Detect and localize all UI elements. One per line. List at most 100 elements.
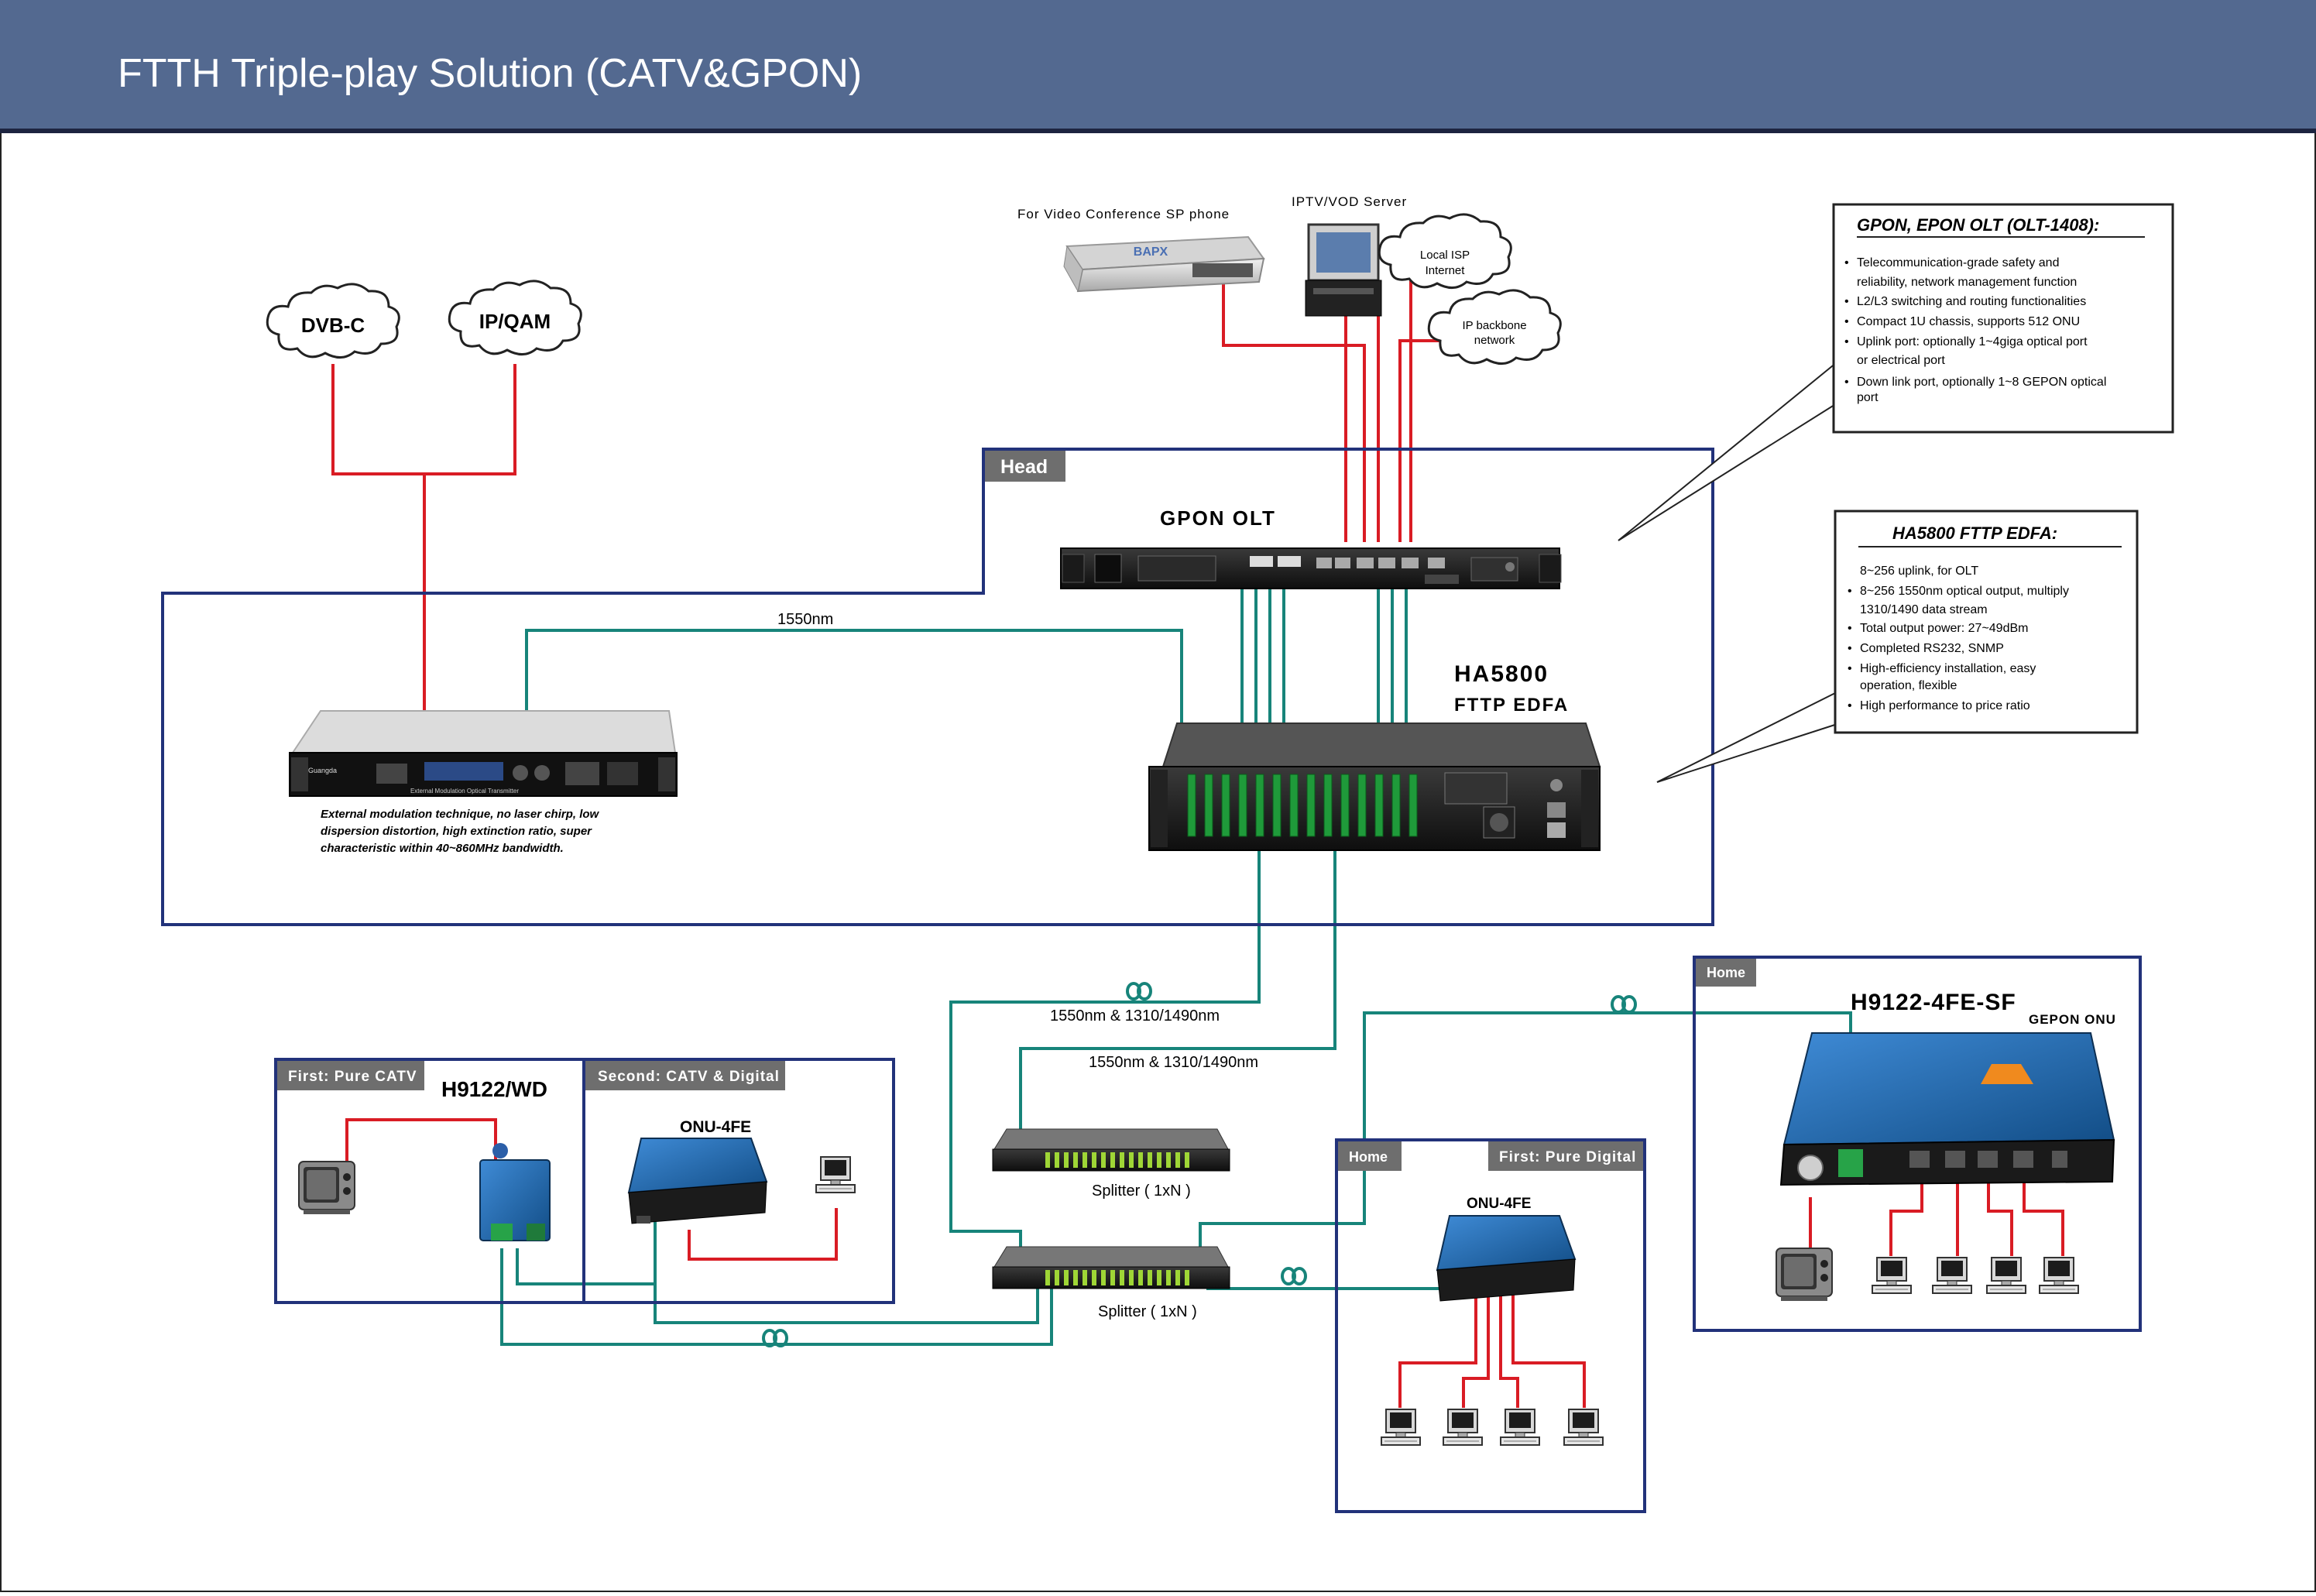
edfa-bullet-dot: •	[1848, 622, 1852, 635]
fiber-label-upper: 1550nm & 1310/1490nm	[1050, 1007, 1220, 1025]
gpon-home-tab-label: Home	[1707, 965, 1745, 980]
olt-bullet-1b: reliability, network management function	[1857, 276, 2077, 289]
dvbc-label: DVB-C	[301, 314, 365, 337]
video-conference-label: For Video Conference SP phone	[1017, 207, 1230, 221]
h9122wd-device	[479, 1143, 551, 1241]
transmitter-desc-line3: characteristic within 40~860MHz bandwidt…	[321, 842, 564, 855]
splitter-upper-device	[992, 1128, 1230, 1172]
pc-icon	[1443, 1409, 1483, 1446]
pc-icon	[1381, 1409, 1421, 1446]
h9122wd-label: H9122/WD	[441, 1077, 547, 1101]
optical-transmitter-device: Guangda External Modulation Optical Tran…	[289, 710, 678, 797]
pure-digital-tab	[1488, 1141, 1643, 1171]
onu4fe-second-device	[627, 1138, 768, 1224]
transmitter-description: External modulation technique, no laser …	[321, 808, 600, 855]
ip-backbone-line1: IP backbone	[1462, 319, 1526, 332]
splitter-upper-label: Splitter ( 1xN )	[1092, 1182, 1191, 1200]
gpon-olt-device	[1060, 547, 1562, 589]
transmitter-desc-line1: External modulation technique, no laser …	[321, 808, 600, 821]
transmitter-brand: Guangda	[308, 767, 337, 774]
edfa-info-bullets: 8~256 uplink, for OLT • 8~256 1550nm opt…	[1848, 565, 2069, 712]
splitter-lower-label: Splitter ( 1xN )	[1098, 1303, 1197, 1320]
edfa-bullet-1a: 8~256 1550nm optical output, multiply	[1860, 585, 2069, 598]
tv-icon	[298, 1161, 355, 1215]
gepon-onu-label: GEPON ONU	[2029, 1012, 2116, 1027]
edfa-bullet-4b: operation, flexible	[1860, 679, 1957, 692]
edfa-info-box	[1834, 510, 2139, 734]
home-gpon-onu-frame	[1693, 956, 2142, 1332]
local-isp-line2: Internet	[1426, 264, 1466, 277]
head-tab-label: Head	[1000, 456, 1048, 478]
onu4fe-digital-label: ONU-4FE	[1467, 1196, 1531, 1212]
h9122-4fe-sf-device	[1779, 1032, 2115, 1186]
olt-bullet-3: Compact 1U chassis, supports 512 ONU	[1857, 315, 2080, 328]
iptv-server-icon	[1305, 223, 1382, 317]
olt-bullet-1a: Telecommunication-grade safety and	[1857, 256, 2059, 269]
olt-bullet-dot: •	[1844, 256, 1849, 269]
transmitter-caption: External Modulation Optical Transmitter	[410, 788, 519, 795]
edfa-bullet-dot: •	[1848, 662, 1852, 675]
digital-home-tab-label: Home	[1349, 1149, 1388, 1165]
gpon-home-tab	[1696, 959, 1756, 987]
edfa-bullet-4a: High-efficiency installation, easy	[1860, 662, 2036, 675]
splitter-lower-device	[992, 1246, 1230, 1289]
ha5800-edfa-device	[1148, 722, 1601, 851]
catv-digital-tab	[585, 1061, 785, 1090]
tv-icon	[1776, 1248, 1833, 1302]
olt-bullet-4a: Uplink port: optionally 1~4giga optical …	[1857, 335, 2088, 348]
iptv-label: IPTV/VOD Server	[1292, 194, 1407, 209]
edfa-info-title: HA5800 FTTP EDFA:	[1892, 523, 2057, 543]
local-isp-line1: Local ISP	[1420, 249, 1470, 262]
fiber-coil-icon	[762, 982, 1637, 1347]
home-catv-digital-frame	[582, 1058, 895, 1304]
olt-info-box	[1832, 203, 2174, 434]
olt-info-bullets: • Telecommunication-grade safety and rel…	[1844, 256, 2106, 404]
pc-icon	[2039, 1257, 2079, 1294]
ip-backbone-line2: network	[1474, 334, 1515, 347]
h9122-4fe-sf-label: H9122-4FE-SF	[1851, 990, 2016, 1015]
home-pure-digital-frame	[1335, 1138, 1646, 1513]
edfa-lead: 8~256 uplink, for OLT	[1860, 565, 1978, 578]
pure-digital-tab-label: First: Pure Digital	[1499, 1149, 1636, 1165]
onu4fe-digital-device	[1436, 1215, 1577, 1302]
pc-icon	[1563, 1409, 1604, 1446]
edfa-bullet-dot: •	[1848, 642, 1852, 655]
olt-bullet-5b: port	[1857, 391, 1879, 404]
ipqam-label: IP/QAM	[479, 310, 551, 333]
wavelength-label: 1550nm	[777, 611, 833, 628]
pc-icon	[1986, 1257, 2026, 1294]
catv-digital-tab-label: Second: CATV & Digital	[598, 1069, 780, 1085]
page-title: FTTH Triple-play Solution (CATV&GPON)	[118, 51, 862, 96]
fttp-edfa-label: FTTP EDFA	[1454, 695, 1569, 716]
olt-bullet-2: L2/L3 switching and routing functionalit…	[1857, 295, 2086, 308]
digital-home-tab	[1338, 1141, 1402, 1171]
edfa-bullet-2: Total output power: 27~49dBm	[1860, 622, 2028, 635]
olt-bullet-5a: Down link port, optionally 1~8 GEPON opt…	[1857, 376, 2106, 389]
olt-bullet-dot: •	[1844, 335, 1849, 348]
pc-icon	[1872, 1257, 1912, 1294]
edfa-bullet-dot: •	[1848, 699, 1852, 712]
pure-catv-tab	[277, 1061, 424, 1090]
transmitter-desc-line2: dispersion distortion, high extinction r…	[321, 825, 592, 838]
ha5800-label: HA5800	[1454, 661, 1549, 687]
pure-catv-tab-label: First: Pure CATV	[288, 1069, 417, 1085]
edfa-bullet-3: Completed RS232, SNMP	[1860, 642, 2004, 655]
olt-bullet-dot: •	[1844, 295, 1849, 308]
header-rule	[0, 129, 2316, 133]
bapx-brand: BAPX	[1134, 245, 1168, 259]
fiber-label-lower: 1550nm & 1310/1490nm	[1089, 1054, 1258, 1071]
head-frame	[161, 448, 1714, 926]
pc-icon	[815, 1156, 856, 1193]
head-tab	[985, 451, 1065, 482]
gpon-olt-label: GPON OLT	[1160, 506, 1276, 530]
olt-bullet-dot: •	[1844, 376, 1849, 389]
onu4fe-second-label: ONU-4FE	[680, 1118, 751, 1136]
pc-icon	[1932, 1257, 1972, 1294]
edfa-bullet-5: High performance to price ratio	[1860, 699, 2030, 712]
edfa-bullet-1b: 1310/1490 data stream	[1860, 603, 1988, 616]
olt-info-title: GPON, EPON OLT (OLT-1408):	[1857, 215, 2099, 235]
olt-bullet-4b: or electrical port	[1857, 354, 1945, 367]
bapx-server: BAPX	[1063, 235, 1265, 293]
olt-bullet-dot: •	[1844, 315, 1849, 328]
